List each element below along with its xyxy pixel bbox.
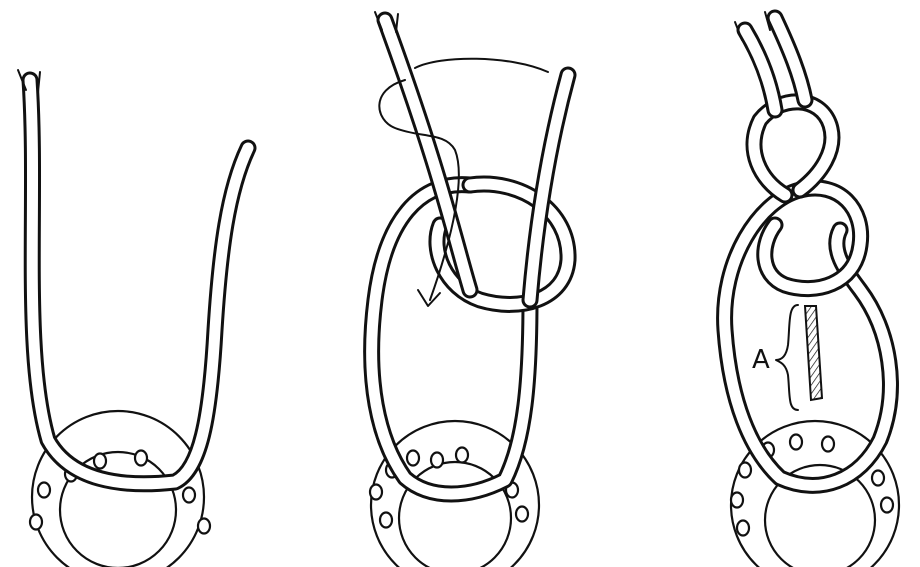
panel-step-1 (18, 70, 248, 567)
ring-hole (198, 519, 210, 534)
ring-hole (822, 437, 834, 452)
ring-hole (431, 453, 443, 468)
ring-hole (739, 463, 751, 478)
ring-hole (380, 513, 392, 528)
label-a: A (752, 345, 770, 375)
ring-hole (135, 451, 147, 466)
panel-step-2 (370, 12, 568, 567)
ring-hole (456, 448, 468, 463)
ring-hole (94, 454, 106, 469)
ring-hole (30, 515, 42, 530)
ring-hole (731, 493, 743, 508)
ring-hole (790, 435, 802, 450)
ring-hole (737, 521, 749, 536)
hatched-tail (805, 306, 822, 400)
ring-hole (38, 483, 50, 498)
rope-3 (725, 12, 891, 485)
ring-hole (407, 451, 419, 466)
ring-hole (370, 485, 382, 500)
ring-hole (183, 488, 195, 503)
ring-hole (881, 498, 893, 513)
ring-hole (516, 507, 528, 522)
panel-step-3: A (725, 12, 899, 567)
ring-hole (872, 471, 884, 486)
dimension-brace (776, 305, 798, 410)
